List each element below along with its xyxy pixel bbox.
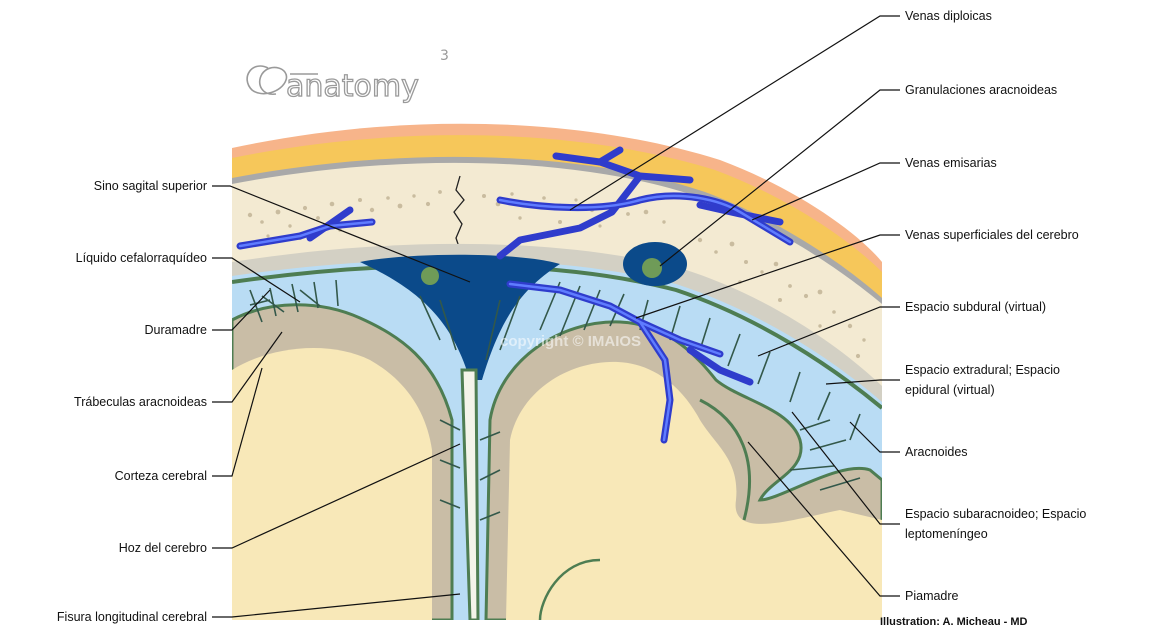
label-sino-sagital-superior: Sino sagital superior (94, 179, 207, 193)
logo-superscript: 3 (440, 48, 449, 64)
logo-text: anatomy (286, 69, 419, 104)
label-hoz-del-cerebro: Hoz del cerebro (119, 541, 207, 555)
label-aracnoides: Aracnoides (905, 445, 968, 459)
watermark: copyright © IMAIOS (500, 333, 641, 350)
label-liquido-cefalorraquideo: Líquido cefalorraquídeo (76, 251, 207, 265)
label-espacio-extradural-line1: Espacio extradural; Espacio (905, 363, 1060, 377)
label-fisura-longitudinal-cerebral: Fisura longitudinal cerebral (57, 610, 207, 624)
left-white-matter (232, 348, 432, 620)
label-espacio-subaracnoideo-line1: Espacio subaracnoideo; Espacio (905, 507, 1086, 521)
label-espacio-extradural-line2: epidural (virtual) (905, 383, 995, 397)
label-venas-diploicas: Venas diploicas (905, 9, 992, 23)
label-trabeculas-aracnoideas: Trábeculas aracnoideas (74, 395, 207, 409)
anatomy-illustration: copyright © IMAIOS (232, 124, 882, 620)
label-venas-emisarias: Venas emisarias (905, 156, 997, 170)
label-duramadre: Duramadre (144, 323, 207, 337)
label-venas-superficiales-del-cerebro: Venas superficiales del cerebro (905, 228, 1079, 242)
eanatomy-logo: anatomy 3 (247, 48, 449, 104)
labels-right: Venas diploicas Granulaciones aracnoidea… (905, 9, 1086, 603)
label-piamadre: Piamadre (905, 589, 959, 603)
illustration-credit: Illustration: A. Micheau - MD (880, 616, 1028, 628)
label-espacio-subaracnoideo-line2: leptomeníngeo (905, 527, 988, 541)
label-granulaciones-aracnoideas: Granulaciones aracnoideas (905, 83, 1057, 97)
labels-left: Sino sagital superior Líquido cefalorraq… (57, 179, 207, 624)
label-corteza-cerebral: Corteza cerebral (115, 469, 207, 483)
label-espacio-subdural: Espacio subdural (virtual) (905, 300, 1046, 314)
